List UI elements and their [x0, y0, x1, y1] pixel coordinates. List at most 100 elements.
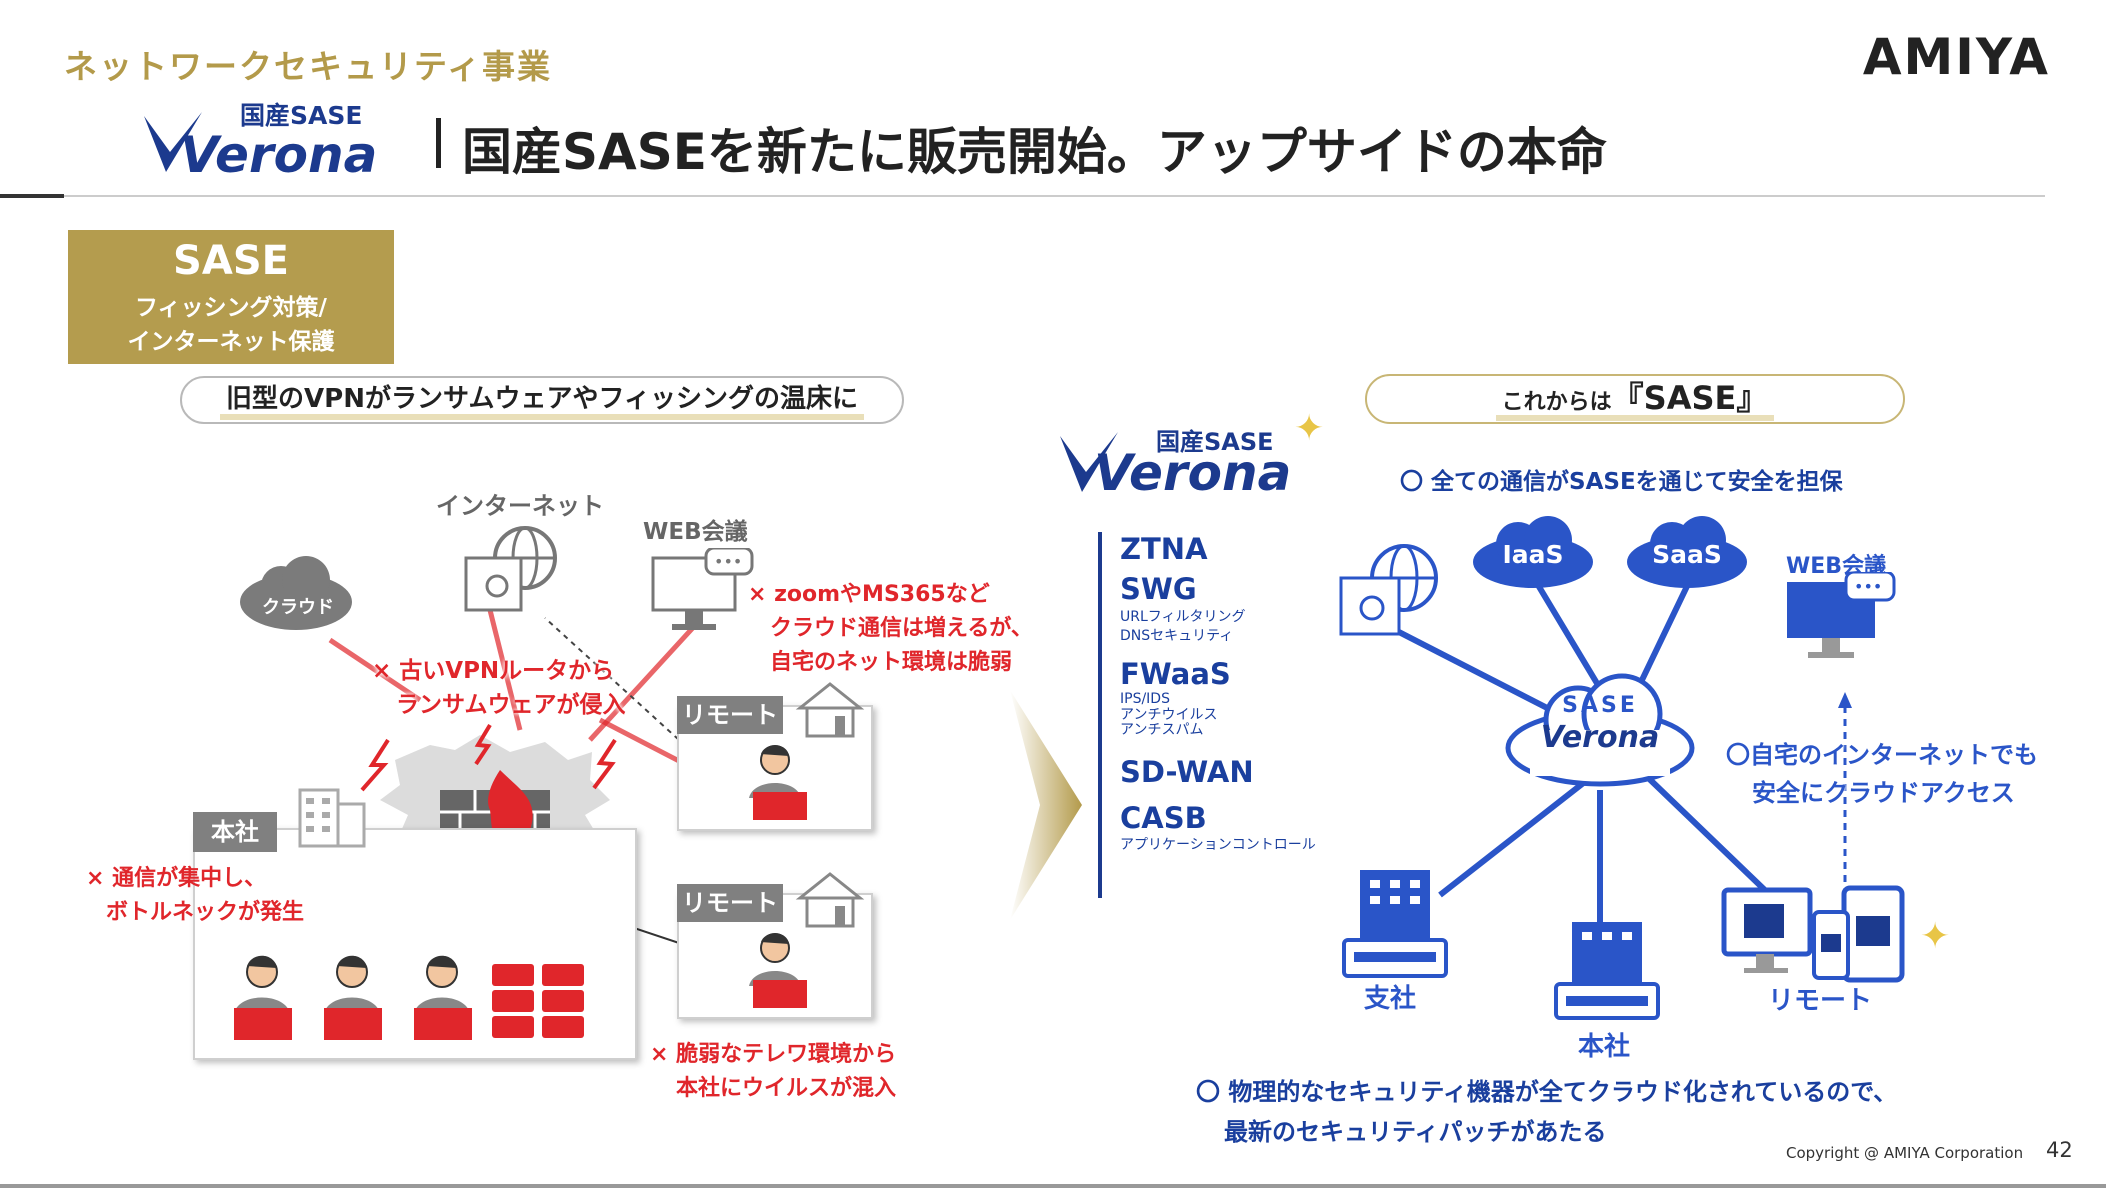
title-divider: [436, 118, 441, 168]
feature-fwaas-sub1: IPS/IDS: [1120, 691, 1170, 708]
note-vpn-line2: ランサムウェアが侵入: [396, 692, 626, 718]
right-hq-label: 本社: [1578, 1032, 1631, 1062]
verona-logo-small: 国産SASE: [240, 101, 363, 130]
feature-fwaas-sub3: アンチスパム: [1120, 722, 1204, 739]
right-headline: 〇 全ての通信がSASEを通じて安全を担保: [1400, 469, 1843, 495]
note-vpn-line1: × 古いVPNルータから: [372, 658, 615, 684]
company-logo: AMIYA: [1862, 28, 2050, 86]
feature-rule: [1098, 532, 1102, 898]
saas-cloud-icon: [1627, 516, 1747, 588]
transition-arrow: [1010, 690, 1082, 920]
dashed-home-arrow: [1838, 692, 1852, 708]
note-telework: × 脆弱なテレワ環境から 本社にウイルスが混入: [650, 1038, 896, 1106]
sase-badge-sub2: インターネット保護: [127, 329, 335, 355]
house-icon-1: [795, 682, 865, 738]
page-number: 42: [2046, 1138, 2073, 1162]
spark-1: [360, 738, 390, 792]
footer-rule: [0, 1184, 2106, 1188]
note-telework-line1: × 脆弱なテレワ環境から: [650, 1042, 897, 1067]
home-note: 〇自宅のインターネットでも 安全にクラウドアクセス: [1726, 736, 2038, 812]
globe-browser-icon-right: [1339, 544, 1438, 636]
hq-tag: 本社: [193, 812, 277, 852]
verona-logo-right-text: Verona: [1094, 444, 1292, 502]
iaas-label: IaaS: [1502, 540, 1564, 569]
feature-ztna: ZTNA: [1120, 532, 1208, 566]
note-bottleneck-line2: ボトルネックが発生: [106, 900, 305, 925]
remote-worker-2: [749, 933, 807, 1008]
note-zoom-line3: 自宅のネット環境は脆弱: [770, 650, 1013, 675]
cloud-icon: [240, 556, 352, 630]
sase-badge: SASE フィッシング対策/ インターネット保護: [68, 230, 394, 364]
hq-building-icon: [298, 788, 366, 848]
sase-cloud-icon: [1505, 673, 1695, 787]
remote-tag-2: リモート: [677, 884, 783, 922]
note-zoom-line1: × zoomやMS365など: [748, 582, 990, 607]
branch-building-icon: [1342, 870, 1448, 978]
remote-devices-icon: [1721, 885, 1905, 983]
spark-2: [592, 738, 617, 790]
ray-internet: [487, 609, 523, 731]
note-bottleneck: × 通信が集中し、 ボトルネックが発生: [86, 862, 304, 930]
right-pill: これからは『SASE』: [1365, 374, 1905, 424]
internet-label: インターネット: [436, 492, 604, 520]
header-rule-accent: [0, 194, 64, 198]
note-zoom: × zoomやMS365など クラウド通信は増えるが、 自宅のネット環境は脆弱: [748, 578, 1033, 680]
left-pill: 旧型のVPNがランサムウェアやフィッシングの温床に: [180, 376, 904, 424]
home-note-line2: 安全にクラウドアクセス: [1752, 779, 2015, 807]
link-remote: [1637, 767, 1773, 898]
bottom-note-line2: 最新のセキュリティパッチがあたる: [1224, 1118, 1607, 1146]
spark-3: [474, 723, 492, 766]
svg-text:•••: •••: [1854, 577, 1882, 596]
bottom-note-line1: 〇 物理的なセキュリティ機器が全てクラウド化されているので、: [1196, 1078, 1898, 1106]
ray-web: [588, 618, 702, 742]
left-web-meeting-label: WEB会議: [643, 519, 748, 545]
iaas-cloud-icon: [1473, 516, 1593, 588]
left-pill-text: 旧型のVPNがランサムウェアやフィッシングの温床に: [220, 384, 864, 420]
note-bottleneck-line1: × 通信が集中し、: [86, 866, 267, 891]
verona-right-v-icon: [1060, 432, 1118, 492]
ray-cloud: [328, 637, 422, 703]
note-vpn: × 古いVPNルータから ランサムウェアが侵入: [372, 654, 626, 722]
feature-fwaas-sub2: アンチウイルス: [1120, 706, 1218, 723]
feature-swg-sub2: DNSセキュリティ: [1120, 628, 1234, 645]
remote-label: リモート: [1768, 986, 1873, 1016]
feature-casb-sub1: アプリケーションコントロール: [1120, 837, 1316, 854]
branch-label: 支社: [1364, 984, 1417, 1014]
house-icon-2: [795, 872, 865, 928]
worker-icons: [234, 955, 472, 1040]
hq-building-icon-right: [1554, 922, 1660, 1020]
cloud-label: クラウド: [262, 597, 334, 618]
sase-cloud-brand: Verona: [1540, 720, 1660, 755]
feature-list: ZTNA SWG URLフィルタリング DNSセキュリティ FWaaS IPS/…: [1120, 532, 1316, 854]
note-zoom-line2: クラウド通信は増えるが、: [770, 616, 1033, 641]
feature-sdwan: SD-WAN: [1120, 754, 1254, 789]
feature-swg: SWG: [1120, 571, 1197, 606]
globe-browser-icon: [464, 526, 557, 612]
bottom-note: 〇 物理的なセキュリティ機器が全てクラウド化されているので、 最新のセキュリティ…: [1196, 1072, 1897, 1152]
note-telework-line2: 本社にウイルスが混入: [676, 1076, 897, 1101]
worker-1: [234, 955, 292, 1040]
verona-logo-header: 国産SASE Verona: [140, 96, 380, 186]
right-pill-prefix: これからは: [1501, 390, 1612, 415]
saas-label: SaaS: [1652, 540, 1722, 569]
hq-workers: [222, 952, 502, 1046]
server-icon: [492, 964, 584, 1038]
right-monitor-icon: •••: [1787, 572, 1896, 658]
home-note-line1: 〇自宅のインターネットでも: [1726, 741, 2038, 769]
verona-logo-right-small: 国産SASE: [1156, 428, 1274, 456]
verona-logo-right: 国産SASE Verona ✦: [1056, 408, 1356, 508]
sase-badge-sub1: フィッシング対策/: [135, 295, 327, 321]
remote-worker-1: [749, 745, 807, 820]
svg-text:•••: •••: [714, 552, 742, 571]
sparkle-icon-2: ✦: [1920, 916, 1951, 957]
feature-swg-sub1: URLフィルタリング: [1120, 608, 1246, 625]
verona-v-icon: [144, 112, 202, 172]
page-title: 国産SASEを新たに販売開始。アップサイドの本命: [462, 123, 1607, 181]
sase-cloud-label: SASE: [1562, 693, 1638, 718]
copyright: Copyright @ AMIYA Corporation: [1786, 1144, 2024, 1162]
sparkle-icon: ✦: [1294, 408, 1325, 449]
remote-tag-1: リモート: [677, 696, 783, 734]
right-pill-main: 『SASE』: [1611, 379, 1769, 417]
link-branch: [1438, 767, 1602, 898]
sase-badge-title: SASE: [173, 238, 289, 284]
